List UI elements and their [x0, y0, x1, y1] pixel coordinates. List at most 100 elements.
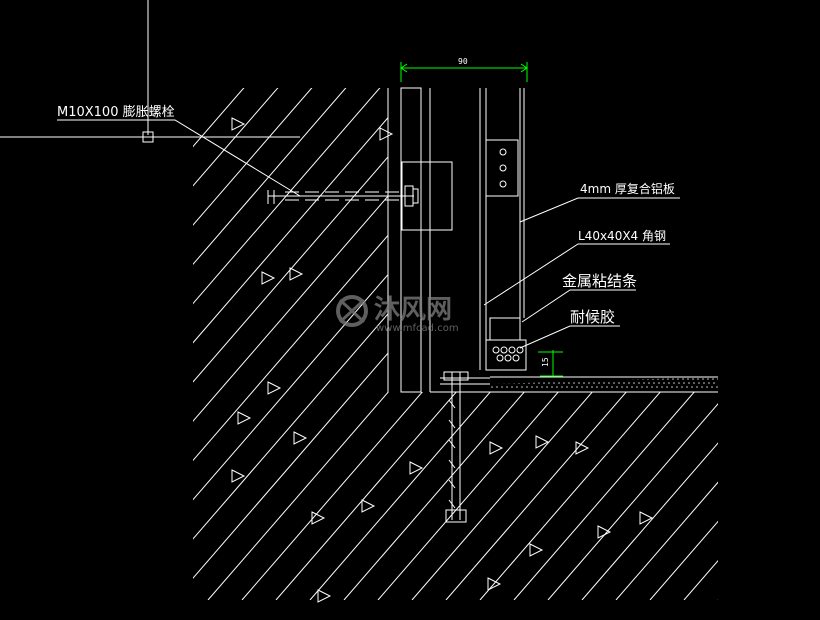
hatch-line [581, 88, 718, 600]
vertical-anchor-bolt [443, 371, 469, 523]
ground-speckle [633, 382, 635, 384]
ground-speckle [503, 382, 505, 384]
ground-speckle [682, 378, 684, 380]
ground-speckle [622, 378, 624, 380]
hatch-line [752, 0, 820, 600]
dimension-width-value: 90 [458, 57, 468, 66]
ground-speckle [491, 386, 493, 388]
ground-speckle [593, 382, 595, 384]
ground-speckle [612, 378, 614, 380]
ground-speckle [673, 382, 675, 384]
aggregate-triangle [409, 461, 424, 475]
ground-speckle [556, 386, 558, 388]
crosshair-cursor [0, 0, 300, 143]
ground-speckle [688, 382, 690, 384]
ground-speckle [561, 386, 563, 388]
aggregate-triangle [639, 511, 654, 525]
ground-speckle [596, 386, 598, 388]
ground-speckle [613, 382, 615, 384]
ground-speckle [692, 378, 694, 380]
metal-strip-block [489, 317, 521, 341]
ground-speckle [602, 378, 604, 380]
hatch-line [193, 88, 423, 600]
hatch-line [649, 88, 718, 600]
ground-speckle [548, 382, 550, 384]
hatch-line [193, 88, 457, 600]
sealant-block [485, 339, 527, 371]
ground-speckle [592, 378, 594, 380]
ground-speckle [588, 382, 590, 384]
hatch-line [411, 88, 718, 600]
ground-speckle [662, 378, 664, 380]
ground-speckle [506, 386, 508, 388]
ground-speckle [583, 382, 585, 384]
concrete-aggregate-marks [231, 117, 654, 603]
ground-speckle [642, 378, 644, 380]
aggregate-triangle [361, 499, 376, 513]
ground-speckle [718, 382, 720, 384]
aggregate-triangle [529, 543, 544, 557]
ground-speckle [712, 378, 714, 380]
aggregate-triangle [535, 435, 550, 449]
ground-speckle [668, 382, 670, 384]
ground-speckle [626, 386, 628, 388]
ground-speckle [621, 386, 623, 388]
ground-speckle [581, 386, 583, 388]
ground-speckle [563, 382, 565, 384]
ground-speckle [617, 378, 619, 380]
ground-speckle [578, 382, 580, 384]
ground-speckle [636, 386, 638, 388]
ground-speckle [703, 382, 705, 384]
aggregate-triangle [311, 511, 326, 525]
ground-speckle [643, 382, 645, 384]
aggregate-triangle [231, 469, 246, 483]
hatch-line [275, 88, 718, 600]
ground-speckle [567, 378, 569, 380]
ground-speckle [542, 378, 544, 380]
ground-speckle [616, 386, 618, 388]
ground-speckle [637, 378, 639, 380]
cladding-assembly [400, 87, 527, 393]
ground-speckle [641, 386, 643, 388]
ground-speckle [522, 378, 524, 380]
ground-speckle [696, 386, 698, 388]
dimension-width [400, 62, 528, 82]
ground-speckle [518, 382, 520, 384]
ground-speckle [713, 382, 715, 384]
ground-speckle [606, 386, 608, 388]
ground-speckle [608, 382, 610, 384]
ground-speckle [706, 386, 708, 388]
hatch-line [207, 88, 718, 600]
ground-speckle [541, 386, 543, 388]
ground-speckle [493, 382, 495, 384]
ground-speckle [711, 386, 713, 388]
ground-speckle [707, 378, 709, 380]
aggregate-triangle [379, 127, 394, 141]
ground-speckle [666, 386, 668, 388]
ground-speckle [547, 378, 549, 380]
aggregate-triangle [237, 411, 252, 425]
aggregate-triangle [489, 441, 504, 455]
horizontal-expansion-bolt [267, 185, 419, 207]
ground-speckle [492, 378, 494, 380]
ground-speckle [693, 382, 695, 384]
ground-speckle [552, 378, 554, 380]
ground-speckle [647, 378, 649, 380]
ground-speckle [678, 382, 680, 384]
ground-speckle [701, 386, 703, 388]
ground-speckle [607, 378, 609, 380]
ground-speckle [582, 378, 584, 380]
ground-speckle [498, 382, 500, 384]
hatch-line [193, 88, 321, 600]
ground-speckle [603, 382, 605, 384]
ground-speckle [543, 382, 545, 384]
hatch-line [717, 88, 718, 600]
watermark-name: 沐风网 [374, 295, 452, 325]
aggregate-triangle [293, 431, 308, 445]
hatch-line [547, 88, 718, 600]
hatch-line [786, 0, 820, 600]
ground-speckle [537, 378, 539, 380]
ground-speckle [501, 386, 503, 388]
ground-speckle [568, 382, 570, 384]
